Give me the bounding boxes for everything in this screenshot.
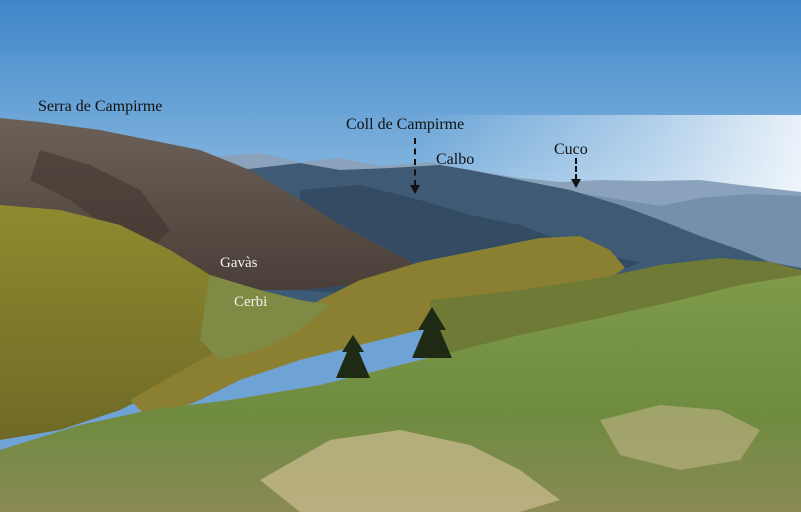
label-cuco: Cuco — [554, 141, 588, 158]
dry-grass-patches — [260, 430, 560, 512]
autumn-slope-left — [0, 205, 240, 440]
pine-tree-right — [412, 307, 452, 358]
arrow-down-icon — [410, 138, 420, 194]
label-coll-de-campirme: Coll de Campirme — [346, 116, 465, 133]
pine-tree-left — [336, 335, 370, 378]
label-serra-de-campirme: Serra de Campirme — [38, 98, 163, 115]
serra-ridge-texture — [30, 150, 170, 250]
autumn-slope-center — [130, 236, 625, 420]
label-gavas: Gavàs — [220, 255, 258, 271]
label-cerbi: Cerbi — [234, 294, 268, 310]
valley-floor — [200, 275, 330, 360]
dry-grass-patches-right — [600, 405, 760, 470]
label-calbo: Calbo — [436, 151, 475, 168]
foreground-hillside — [0, 275, 801, 512]
arrow-down-icon — [571, 158, 581, 188]
